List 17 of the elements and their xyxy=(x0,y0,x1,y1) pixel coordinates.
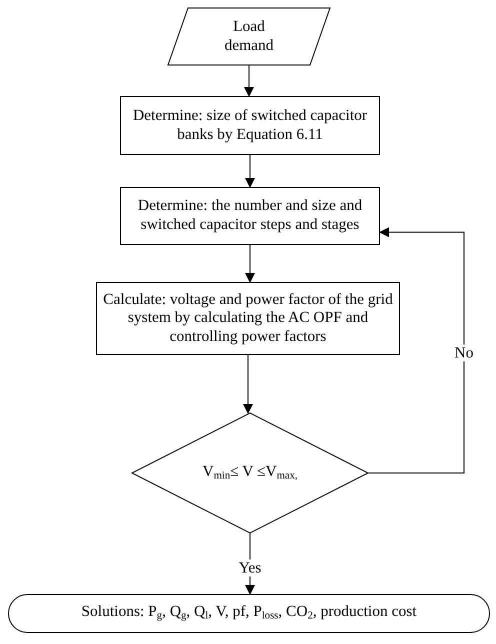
step-text: Solutions: P$_{g}$, Q$_{g}$, Q$_{l}$, V, pf, P$_{loss}$, CO$_{2}$, production cost xyxy=(81,603,417,624)
edge-label: Yes xyxy=(236,558,264,576)
process-box xyxy=(96,282,400,355)
step-text: Load demand xyxy=(223,18,275,56)
arrow xyxy=(243,354,253,414)
edge-label: No xyxy=(452,344,476,362)
process-box xyxy=(120,187,380,245)
arrow xyxy=(244,64,254,97)
process-box xyxy=(120,96,380,155)
step-text: Calculate: voltage and power factor of the grid system by calculating the AC OPF and controlling power factors xyxy=(103,290,393,346)
terminal-box xyxy=(8,594,490,633)
condition-text: V$_{min}$≤ V ≤V$_{max,}$ xyxy=(202,462,298,484)
arrow xyxy=(245,154,255,188)
arrow xyxy=(368,227,464,474)
arrow xyxy=(245,244,255,283)
step-text: Determine: size of switched capacitor banks by Equation 6.11 xyxy=(132,106,368,144)
step-text: Determine: the number and size and switched capacitor steps and stages xyxy=(136,197,364,235)
